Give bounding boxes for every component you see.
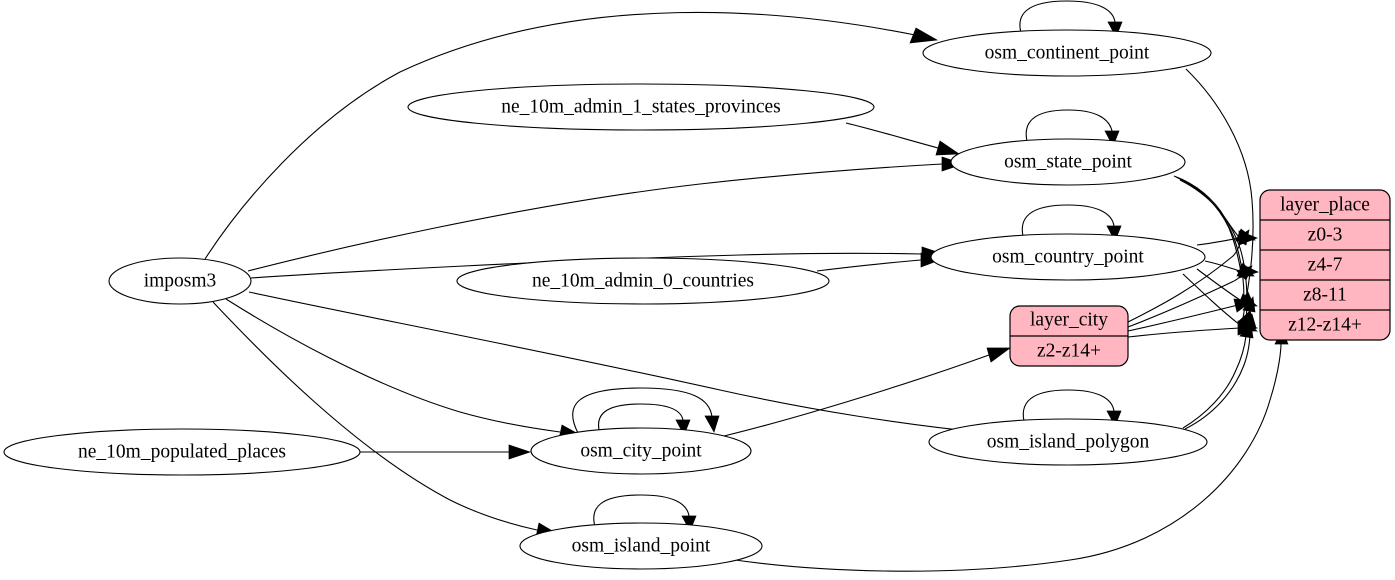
layer_place-row-z8-11: z8-11 [1303, 284, 1347, 305]
self-loop-osm_continent_point[interactable] [1019, 0, 1123, 38]
edge-layer_city-to-layer_place-z4-7[interactable] [1127, 265, 1253, 328]
node-label-ne_countries: ne_10m_admin_0_countries [532, 270, 754, 291]
edge-osm_island_polygon-to-layer_place-z12[interactable] [1182, 323, 1254, 429]
self-loop-inner-osm_city_point[interactable] [598, 403, 691, 436]
node-ne_10m_populated_places[interactable]: ne_10m_populated_places [3, 428, 361, 476]
node-osm_island_polygon[interactable]: osm_island_polygon [928, 418, 1208, 466]
edge-imposm3-to-osm_state_point[interactable] [247, 156, 965, 272]
edge-ne_populated-to-osm_city_point[interactable] [360, 444, 532, 460]
node-ne_10m_admin_1_states_provinces[interactable]: ne_10m_admin_1_states_provinces [407, 83, 875, 131]
self-loop-osm_state_point[interactable] [1025, 109, 1120, 147]
layer_place-row-z4-7: z4-7 [1308, 254, 1343, 275]
edge-imposm3-to-osm_island_polygon[interactable] [248, 291, 1012, 441]
self-loop-outer-osm_city_point[interactable] [572, 387, 720, 434]
node-layer_city[interactable]: layer_city z2-z14+ [1009, 305, 1129, 367]
edge-layer_city-to-layer_place-z8-11[interactable] [1127, 298, 1253, 332]
node-osm_island_point[interactable]: osm_island_point [519, 522, 763, 570]
layer_place-row-z12-z14: z12-z14+ [1288, 314, 1362, 335]
self-loop-osm_country_point[interactable] [1021, 204, 1122, 242]
node-ne_10m_admin_0_countries[interactable]: ne_10m_admin_0_countries [456, 257, 830, 305]
edge-imposm3-to-osm_island_point[interactable] [212, 301, 561, 538]
edge-layer_city-to-layer_place-z0-3[interactable] [1127, 229, 1250, 323]
self-loop-osm_island_point[interactable] [593, 494, 697, 532]
node-label-osm_state_point: osm_state_point [1004, 151, 1132, 172]
node-label-osm_country_point: osm_country_point [992, 246, 1144, 267]
node-label-osm_island_point: osm_island_point [572, 535, 711, 556]
edge-imposm3-to-osm_continent_point[interactable] [204, 11, 939, 260]
node-imposm3[interactable]: imposm3 [108, 257, 252, 305]
layer_city-title: layer_city [1030, 309, 1108, 330]
edge-osm_continent_point-to-layer_place-z12[interactable] [1185, 68, 1257, 329]
node-osm_city_point[interactable]: osm_city_point [530, 427, 752, 475]
node-label-ne_populated: ne_10m_populated_places [78, 441, 286, 462]
node-layer_place[interactable]: layer_place z0-3 z4-7 z8-11 z12-z14+ [1259, 189, 1391, 341]
layer_city-row-z2-z14: z2-z14+ [1037, 340, 1101, 361]
self-loop-osm_island_polygon[interactable] [1022, 389, 1122, 427]
node-label-imposm3: imposm3 [144, 270, 217, 291]
node-label-osm_island_polygon: osm_island_polygon [987, 431, 1150, 452]
edge-layer_city-to-layer_place-z12[interactable] [1127, 320, 1259, 338]
node-label-osm_continent_point: osm_continent_point [985, 42, 1150, 63]
layer_place-title: layer_place [1280, 194, 1370, 215]
node-layer: osm_continent_point ne_10m_admin_1_state… [3, 29, 1391, 570]
node-label-ne_states: ne_10m_admin_1_states_provinces [501, 96, 780, 117]
node-osm_country_point[interactable]: osm_country_point [930, 233, 1206, 281]
edge-osm_state_point-to-layer_place-z0-3[interactable] [1173, 175, 1256, 242]
edge-osm_city_point-to-layer_city[interactable] [723, 347, 1012, 437]
edge-ne_countries-to-osm_country_point[interactable] [816, 252, 944, 272]
edge-ne_states-to-osm_state_point[interactable] [845, 122, 961, 156]
node-osm_continent_point[interactable]: osm_continent_point [922, 29, 1212, 77]
node-osm_state_point[interactable]: osm_state_point [950, 138, 1186, 186]
layer_place-row-z0-3: z0-3 [1308, 224, 1343, 245]
node-label-osm_city_point: osm_city_point [580, 440, 702, 461]
